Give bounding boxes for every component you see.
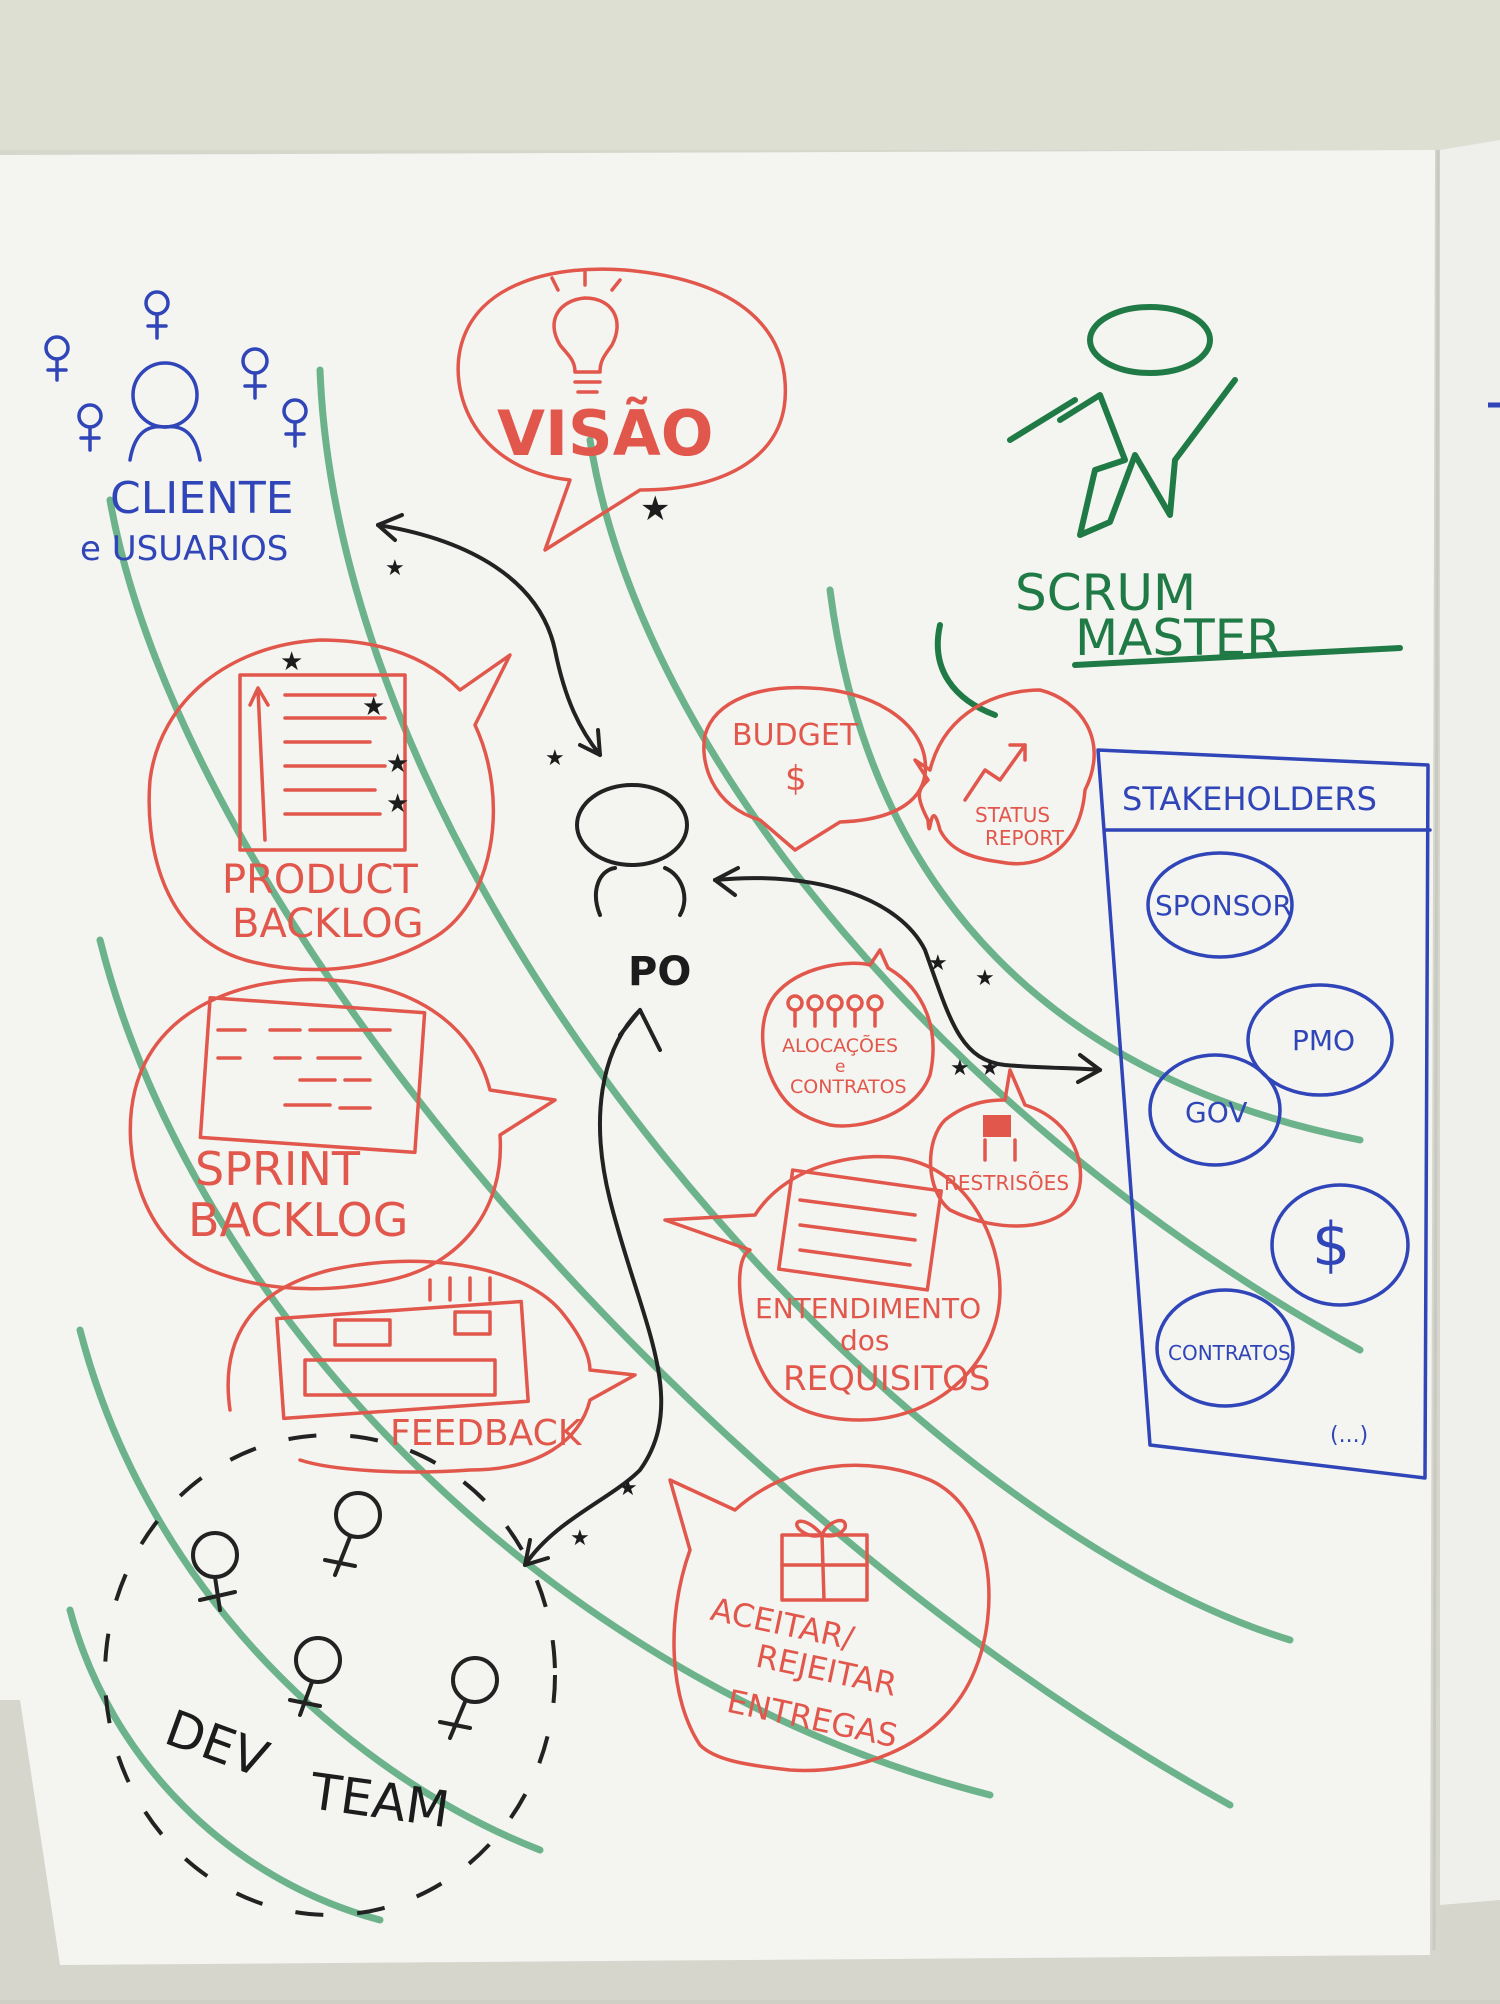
requirements-doc-icon (777, 1168, 943, 1292)
clients-title: CLIENTE (110, 473, 294, 524)
scrum-master-body (1057, 377, 1238, 538)
clients-subtitle: e USUARIOS (80, 529, 288, 569)
screen-wireframe-icon (275, 1276, 530, 1421)
restricoes-bubble: RESTRISÕES (928, 1068, 1083, 1228)
stakeholder-pmo: PMO (1246, 983, 1394, 1097)
svg-text:★: ★ (386, 749, 409, 779)
alocacoes-subtitle: CONTRATOS (790, 1076, 907, 1098)
svg-text:★: ★ (928, 951, 948, 976)
scrum-master-head (1087, 304, 1213, 376)
arrow-po-devteam (523, 1008, 664, 1567)
po-group: PO (575, 783, 691, 995)
alocacoes-connector: e (835, 1057, 845, 1077)
pmo-label: PMO (1292, 1024, 1355, 1057)
task-board-icon (198, 995, 427, 1155)
stakeholders-frame (1096, 748, 1430, 1480)
connection-arrows: ★ ★ ★ ★ ★ ★ ★ ★ (376, 513, 1102, 1567)
dev-team-boundary (103, 1433, 557, 1917)
sprint-backlog-title: SPRINT (195, 1142, 361, 1196)
budget-bubble: BUDGET $ (702, 685, 928, 852)
sprint-backlog-subtitle: BACKLOG (188, 1193, 408, 1247)
stakeholder-contratos: CONTRATOS (1155, 1288, 1295, 1408)
stakeholder-gov: GOV (1148, 1053, 1282, 1167)
dev-team-group: DEV TEAM (103, 1433, 557, 1917)
svg-text:★: ★ (980, 1056, 1000, 1081)
flipchart-paper (0, 150, 1435, 1965)
product-backlog-subtitle: BACKLOG (232, 901, 424, 947)
arrow-clients-po (376, 523, 602, 757)
svg-text:★: ★ (570, 1526, 590, 1551)
budget-title: BUDGET (732, 718, 859, 753)
document-icon (238, 673, 407, 852)
developer-icons (191, 1491, 499, 1740)
alocacoes-bubble: ALOCAÇÕES e CONTRATOS (760, 948, 935, 1128)
alocacoes-title: ALOCAÇÕES (782, 1034, 898, 1057)
next-sheet (1440, 140, 1500, 1905)
contratos-label: CONTRATOS (1168, 1341, 1291, 1365)
stakeholder-sponsor: SPONSOR (1146, 851, 1294, 959)
svg-text:★: ★ (545, 746, 565, 771)
stakeholder-money: $ (1270, 1183, 1410, 1307)
svg-text:★: ★ (386, 789, 409, 819)
svg-text:★: ★ (280, 647, 303, 677)
product-backlog-bubble: ★ ★ ★ ★ PRODUCT BACKLOG (147, 638, 512, 972)
sponsor-label: SPONSOR (1155, 889, 1292, 922)
svg-text:★: ★ (618, 1476, 638, 1501)
svg-text:★: ★ (950, 1056, 970, 1081)
arrow-po-stakeholders (713, 876, 1102, 1072)
entendimento-title: ENTENDIMENTO (755, 1292, 981, 1325)
po-label: PO (628, 949, 691, 995)
client-person-icon (128, 361, 202, 462)
restricoes-label: RESTRISÕES (944, 1171, 1069, 1195)
clients-group: CLIENTE e USUARIOS (44, 290, 308, 569)
gov-label: GOV (1185, 1096, 1247, 1129)
scrum-master-title: SCRUM (1015, 564, 1196, 622)
sprint-backlog-bubble: SPRINT BACKLOG (128, 977, 557, 1291)
entendimento-bubble: ENTENDIMENTO dos REQUISITOS (663, 1154, 1002, 1422)
status-title: STATUS (975, 803, 1050, 827)
svg-text:★: ★ (975, 966, 995, 991)
scrum-master-arcs (66, 366, 1364, 1924)
feedback-bubble: FEEDBACK (226, 1259, 637, 1474)
entendimento-subtitle: REQUISITOS (783, 1359, 991, 1399)
user-small-icons (44, 290, 308, 452)
scrum-master-group: SCRUM MASTER (934, 304, 1403, 718)
vision-bubble: VISÃO ★ (456, 267, 788, 552)
status-subtitle: REPORT (985, 826, 1065, 850)
money-label: $ (1312, 1210, 1350, 1280)
status-report-bubble: STATUS REPORT (913, 688, 1096, 866)
svg-text:★: ★ (385, 556, 405, 581)
lightbulb-icon (550, 270, 622, 394)
gift-icon (780, 1518, 869, 1602)
more-items-label: (...) (1330, 1423, 1368, 1448)
block-icon (983, 1115, 1011, 1137)
star-mark: ★ (640, 489, 670, 529)
feedback-label: FEEDBACK (390, 1413, 583, 1454)
vision-label: VISÃO (497, 397, 713, 470)
product-backlog-title: PRODUCT (222, 857, 418, 903)
entendimento-connector: dos (840, 1324, 890, 1357)
chart-up-icon (963, 743, 1027, 802)
stakeholders-title: STAKEHOLDERS (1122, 780, 1377, 818)
budget-symbol: $ (785, 759, 807, 799)
po-body (594, 866, 687, 917)
stakeholders-panel: STAKEHOLDERS SPONSOR PMO GOV $ CONTRATOS… (1096, 748, 1432, 1480)
svg-text:★: ★ (362, 692, 385, 722)
people-icons (786, 994, 884, 1028)
po-head (575, 783, 689, 867)
